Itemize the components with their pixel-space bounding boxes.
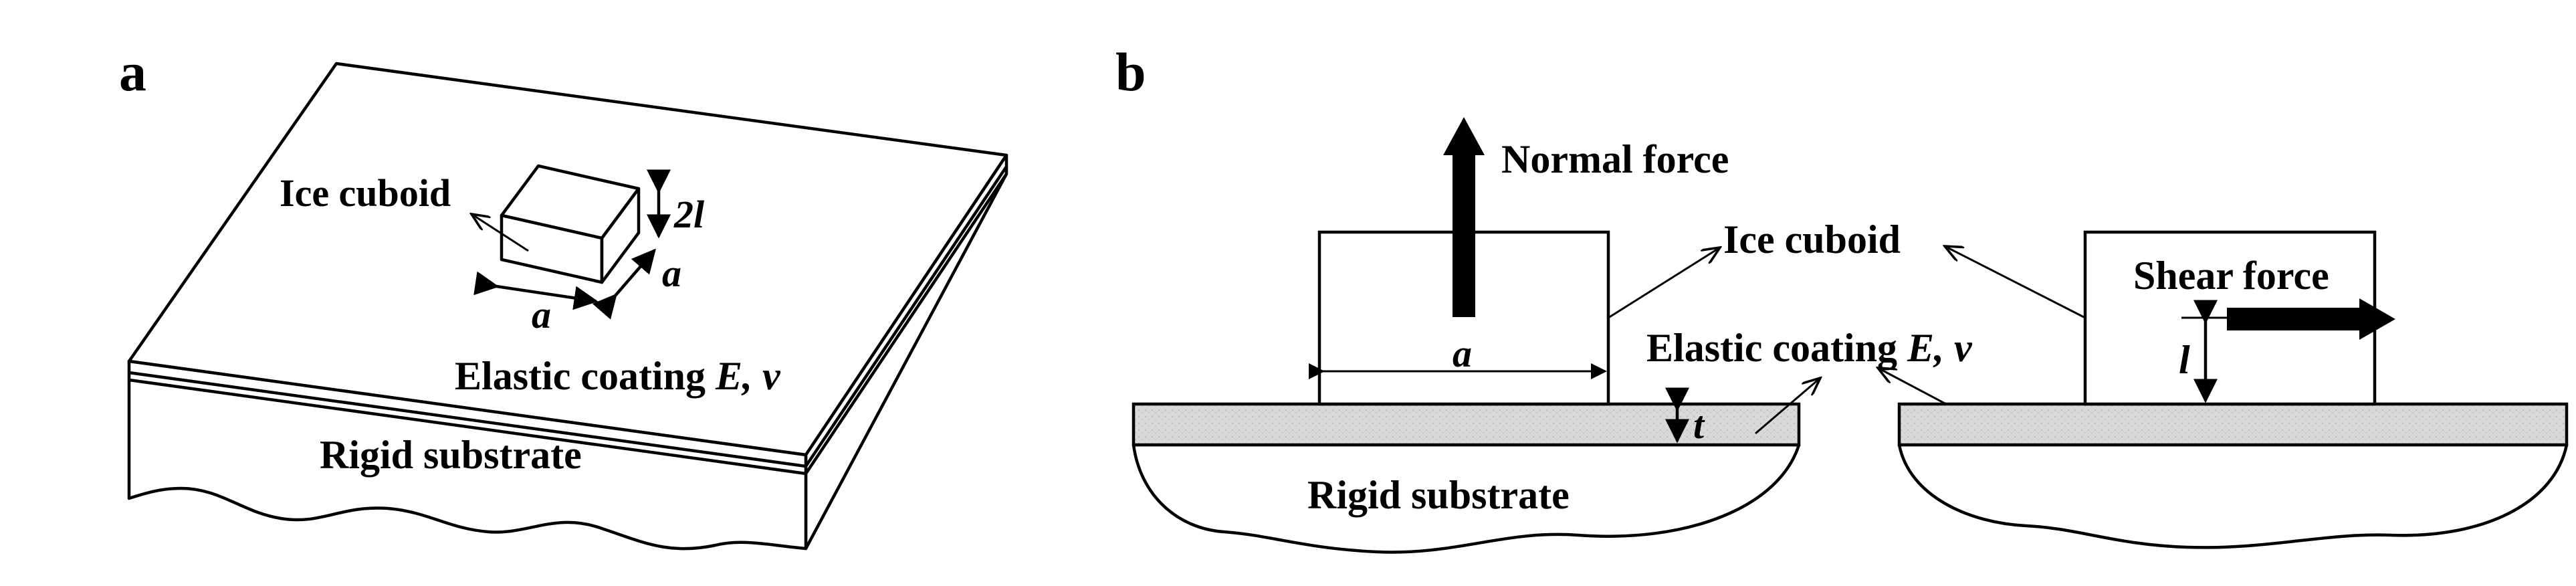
coating-bottom-edge	[127, 378, 808, 476]
panel-a: a Ice cuboid 2l a a Elastic coating E, v…	[119, 41, 1008, 551]
coating-right-bottom-edge	[804, 172, 1008, 476]
depth-label-a: a	[662, 252, 681, 295]
shear-force-label: Shear force	[2133, 254, 2329, 298]
width-label-a: a	[532, 293, 551, 336]
shear-test-setup: Shear force l	[1897, 230, 2569, 549]
ice-leader-right	[1945, 246, 2086, 319]
shear-force-arrow-head	[2359, 298, 2395, 340]
ice-cuboid-label-a: Ice cuboid	[280, 171, 451, 215]
coating-label-a: Elastic coating E, v	[455, 354, 781, 398]
normal-force-label: Normal force	[1501, 137, 1729, 181]
coating-right-top-edge	[804, 165, 1008, 468]
height-label-2l: 2l	[673, 193, 705, 236]
normal-test-setup: Normal force a t Rigid substrate	[1132, 117, 1801, 554]
right-substrate	[1897, 443, 2569, 549]
ice-cuboid-label-b: Ice cuboid	[1723, 217, 1901, 262]
coating-label-b: Elastic coating E, v	[1646, 326, 1973, 370]
dim-arrow-depth	[592, 248, 656, 320]
coating-top-edge	[127, 371, 808, 468]
ice-leader-left	[1608, 248, 1720, 319]
normal-force-arrow-head	[1443, 117, 1485, 155]
panel-b-letter: b	[1115, 41, 1146, 102]
thickness-label-t: t	[1693, 403, 1705, 447]
slab-front-face	[127, 359, 808, 551]
shear-force-arrow-shaft	[2227, 308, 2361, 330]
panel-a-letter: a	[119, 41, 146, 102]
substrate-label-b: Rigid substrate	[1307, 473, 1570, 517]
right-coating-layer	[1897, 402, 2569, 447]
left-substrate	[1132, 443, 1801, 554]
dim-arrow-width	[473, 271, 599, 310]
ice-label-leader	[471, 214, 529, 252]
normal-force-arrow-shaft	[1453, 154, 1475, 317]
coating-leader-left	[1755, 378, 1820, 435]
height-label-l: l	[2179, 338, 2190, 382]
substrate-label-a: Rigid substrate	[320, 433, 582, 477]
width-label-b: a	[1453, 332, 1472, 375]
panel-b: b Normal force a t Rigid substrate Ice c…	[1115, 41, 2569, 554]
